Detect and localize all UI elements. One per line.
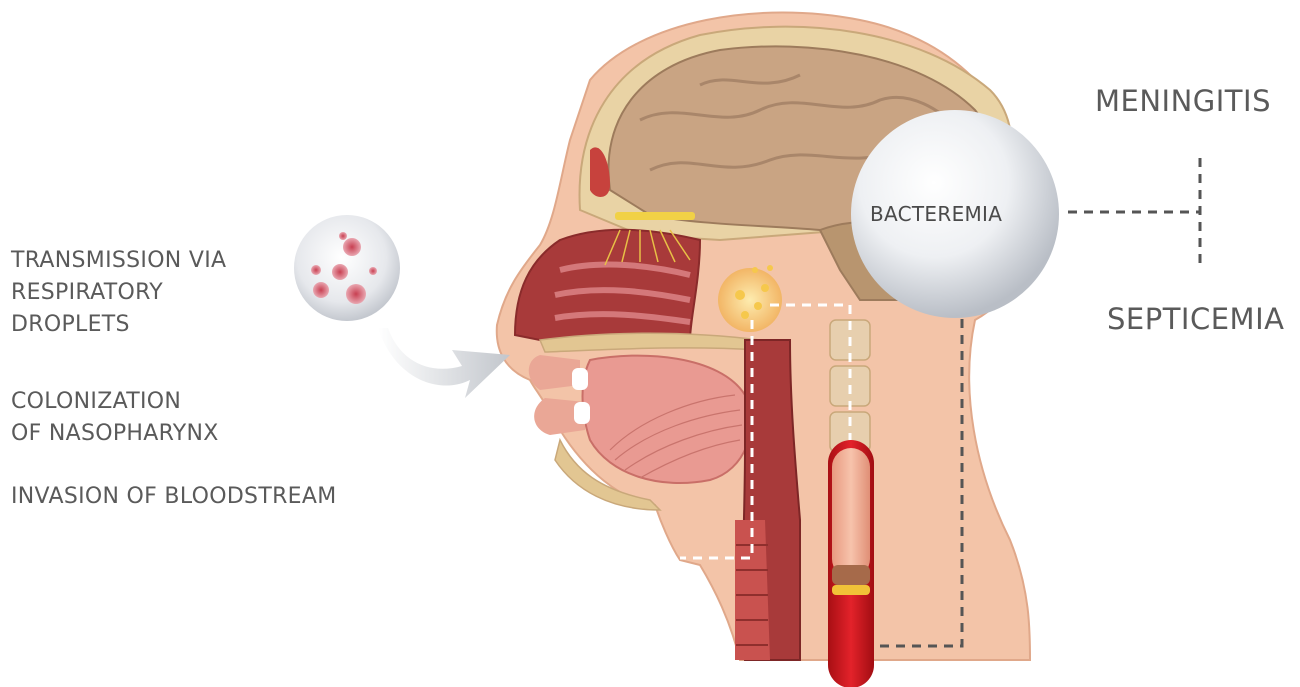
upper-teeth [572, 368, 588, 390]
step-invasion-label: INVASION OF BLOODSTREAM [11, 484, 337, 509]
droplet-sphere [294, 215, 400, 321]
bacteremia-sphere [851, 110, 1059, 318]
frontal-sinus [590, 147, 610, 197]
step-transmission-label: TRANSMISSION VIA RESPIRATORY DROPLETS [11, 248, 227, 337]
blood-vessel [828, 440, 874, 687]
colonization-dashed-path [770, 303, 852, 440]
tongue-muscle-lines [609, 394, 743, 479]
olfactory-bulb [615, 212, 695, 220]
nasal-cavity [513, 228, 702, 341]
lower-lip [534, 398, 585, 435]
septicemia-label: SEPTICEMIA [1107, 302, 1285, 336]
nasal-concha [554, 287, 691, 303]
brain-fold [639, 95, 962, 132]
lower-teeth [574, 402, 590, 424]
nasal-concha [559, 261, 691, 278]
brain-fold [649, 148, 901, 172]
trachea [735, 520, 770, 660]
upper-lip [528, 355, 580, 390]
bloodstream-connector [880, 318, 964, 648]
colonization-site [718, 268, 782, 332]
step-colonization-label: COLONIZATION OF NASOPHARYNX [11, 389, 219, 446]
bacteremia-label: BACTEREMIA [870, 202, 1003, 226]
trachea-rings [736, 544, 768, 646]
transmission-arrow [378, 328, 510, 398]
nasal-concha [554, 311, 691, 325]
bacteria-cluster [735, 265, 773, 319]
olfactory-nerves [604, 229, 691, 266]
brain-fold [699, 73, 801, 87]
jaw-bone [554, 437, 662, 511]
meningitis-label: MENINGITIS [1095, 84, 1271, 118]
